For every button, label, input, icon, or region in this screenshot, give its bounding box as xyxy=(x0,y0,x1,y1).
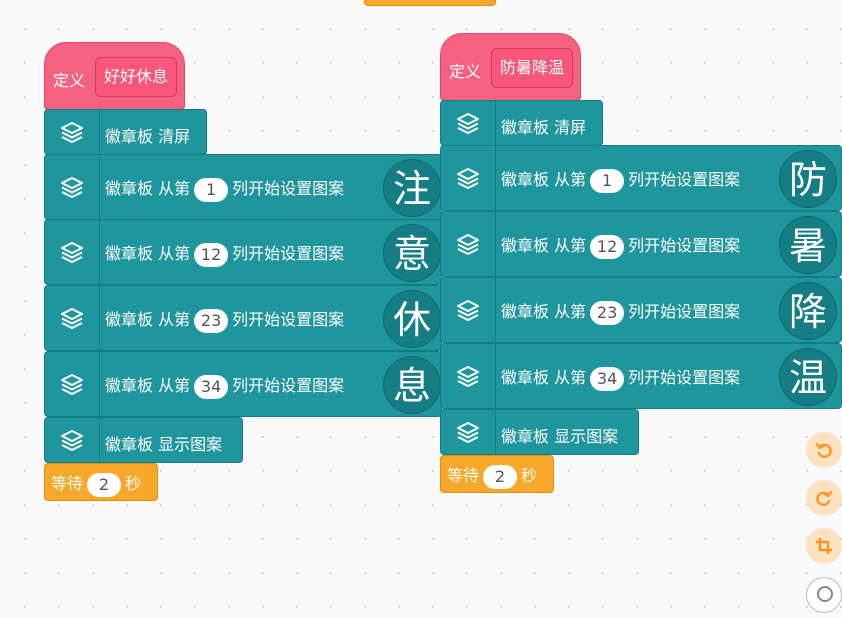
layers-icon xyxy=(441,278,496,342)
badge-show-block[interactable]: 徽章板 显示图案 xyxy=(440,409,639,455)
layers-icon xyxy=(45,352,100,416)
layers-icon xyxy=(441,344,496,408)
pattern-glyph: 注 xyxy=(393,167,431,211)
block-label: 徽章板 显示图案 xyxy=(105,435,223,454)
badge-clear-block[interactable]: 徽章板 清屏 xyxy=(44,109,207,155)
undo-icon xyxy=(815,442,832,459)
procedure-name[interactable]: 防暑降温 xyxy=(491,48,574,88)
wait-seconds-input[interactable]: 2 xyxy=(483,464,518,489)
procedure-name[interactable]: 好好休息 xyxy=(95,57,178,97)
layers-icon xyxy=(45,110,100,154)
pattern-selector[interactable]: 温 xyxy=(779,348,837,406)
block-label: 徽章板 显示图案 xyxy=(501,427,619,446)
wait-seconds-input[interactable]: 2 xyxy=(87,472,122,497)
wait-unit: 秒 xyxy=(125,474,142,493)
block-label: 徽章板 从第 xyxy=(501,170,587,189)
pattern-glyph: 防 xyxy=(789,158,827,202)
pattern-glyph: 暑 xyxy=(789,224,827,268)
badge-clear-block[interactable]: 徽章板 清屏 xyxy=(440,100,603,146)
layers-icon xyxy=(45,286,100,350)
block-label: 徽章板 清屏 xyxy=(501,118,587,137)
pattern-glyph: 降 xyxy=(789,290,827,334)
pattern-glyph: 息 xyxy=(393,364,431,408)
pattern-glyph: 温 xyxy=(789,356,827,400)
block-label: 列开始设置图案 xyxy=(628,170,741,189)
block-label: 徽章板 从第 xyxy=(501,236,587,255)
define-label: 定义 xyxy=(449,62,482,81)
badge-show-block[interactable]: 徽章板 显示图案 xyxy=(44,417,243,463)
block-label: 列开始设置图案 xyxy=(232,244,345,263)
pattern-selector[interactable]: 意 xyxy=(383,224,441,282)
pattern-glyph: 意 xyxy=(393,232,431,276)
crop-icon xyxy=(816,538,832,554)
block-label: 徽章板 从第 xyxy=(105,310,191,329)
redo-icon xyxy=(816,490,833,507)
crop-button[interactable] xyxy=(806,528,842,564)
column-input[interactable]: 12 xyxy=(194,242,229,267)
define-hat-block[interactable]: 定义 防暑降温 xyxy=(440,33,581,101)
column-input[interactable]: 23 xyxy=(590,300,625,325)
block-label: 列开始设置图案 xyxy=(232,179,345,198)
pattern-selector[interactable]: 暑 xyxy=(779,216,837,274)
define-hat-block[interactable]: 定义 好好休息 xyxy=(44,42,185,110)
pattern-selector[interactable]: 降 xyxy=(779,282,837,340)
layers-icon xyxy=(441,146,496,210)
layers-icon xyxy=(45,155,100,219)
zoom-icon xyxy=(817,586,833,602)
layers-icon xyxy=(441,212,496,276)
block-label: 列开始设置图案 xyxy=(628,236,741,255)
block-label: 徽章板 从第 xyxy=(105,376,191,395)
block-label: 列开始设置图案 xyxy=(628,302,741,321)
block-label: 列开始设置图案 xyxy=(232,310,345,329)
column-input[interactable]: 12 xyxy=(590,234,625,259)
column-input[interactable]: 23 xyxy=(194,308,229,333)
pattern-glyph: 休 xyxy=(393,298,431,342)
wait-label: 等待 xyxy=(51,474,84,493)
block-label: 徽章板 清屏 xyxy=(105,127,191,146)
layers-icon xyxy=(45,418,100,462)
define-label: 定义 xyxy=(53,71,86,90)
layers-icon xyxy=(441,101,496,145)
wait-label: 等待 xyxy=(447,466,480,485)
column-input[interactable]: 1 xyxy=(194,177,229,202)
layers-icon xyxy=(45,220,100,284)
wait-unit: 秒 xyxy=(521,466,538,485)
zoom-button[interactable] xyxy=(806,577,842,613)
block-label: 徽章板 从第 xyxy=(501,302,587,321)
pattern-selector[interactable]: 休 xyxy=(383,290,441,348)
undo-button[interactable] xyxy=(806,432,842,468)
column-input[interactable]: 1 xyxy=(590,168,625,193)
column-input[interactable]: 34 xyxy=(590,366,625,391)
layers-icon xyxy=(441,410,496,454)
block-label: 列开始设置图案 xyxy=(232,376,345,395)
pattern-selector[interactable]: 防 xyxy=(779,150,837,208)
pattern-selector[interactable]: 注 xyxy=(383,159,441,217)
offscreen-control-block[interactable] xyxy=(364,0,496,6)
block-label: 列开始设置图案 xyxy=(628,368,741,387)
block-label: 徽章板 从第 xyxy=(105,244,191,263)
pattern-selector[interactable]: 息 xyxy=(383,356,441,414)
column-input[interactable]: 34 xyxy=(194,374,229,399)
block-label: 徽章板 从第 xyxy=(105,179,191,198)
block-label: 徽章板 从第 xyxy=(501,368,587,387)
redo-button[interactable] xyxy=(806,480,842,516)
